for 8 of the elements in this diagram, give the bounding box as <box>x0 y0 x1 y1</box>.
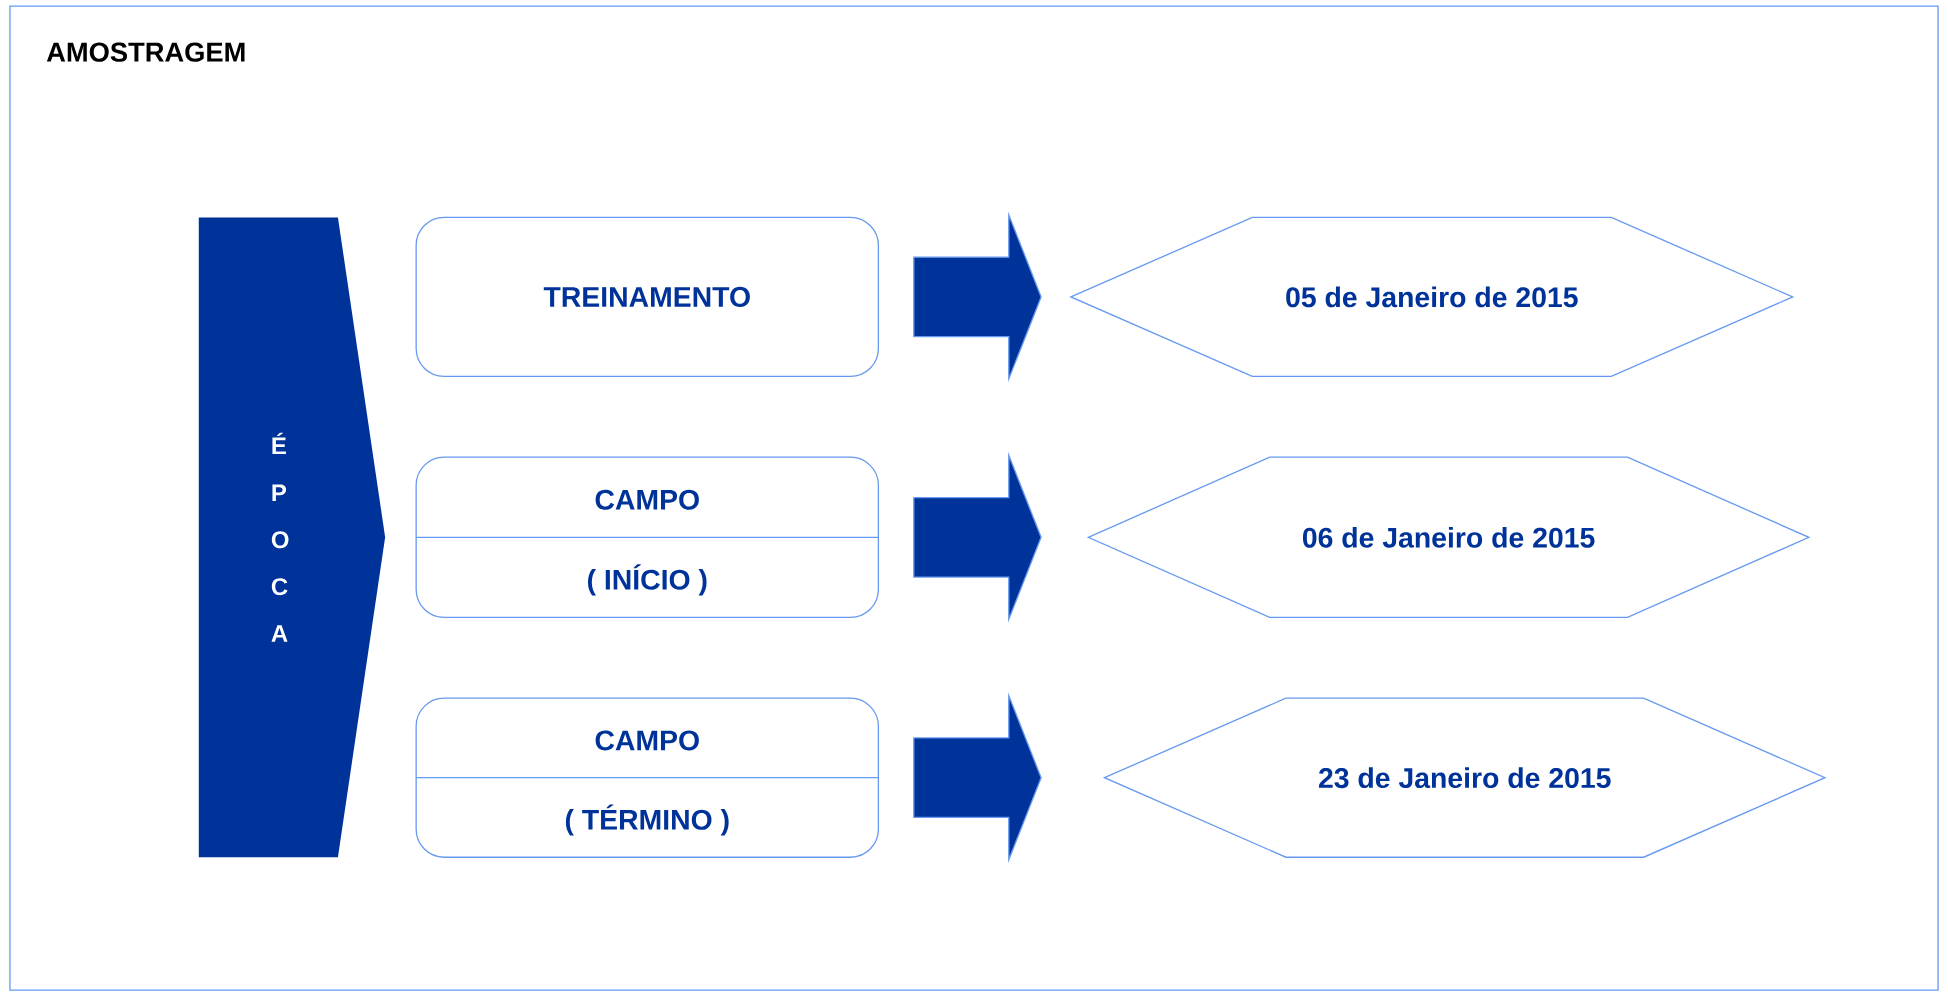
block-arrow <box>913 692 1042 864</box>
process-box: CAMPO ( TÉRMINO ) <box>415 697 880 859</box>
process-box: TREINAMENTO <box>415 216 880 378</box>
arrow-pentagon: É P O C A <box>198 217 386 858</box>
process-box: CAMPO ( INÍCIO ) <box>415 456 880 619</box>
block-arrow <box>913 452 1042 623</box>
block-arrow <box>913 211 1042 383</box>
title: AMOSTRAGEM <box>46 42 245 63</box>
